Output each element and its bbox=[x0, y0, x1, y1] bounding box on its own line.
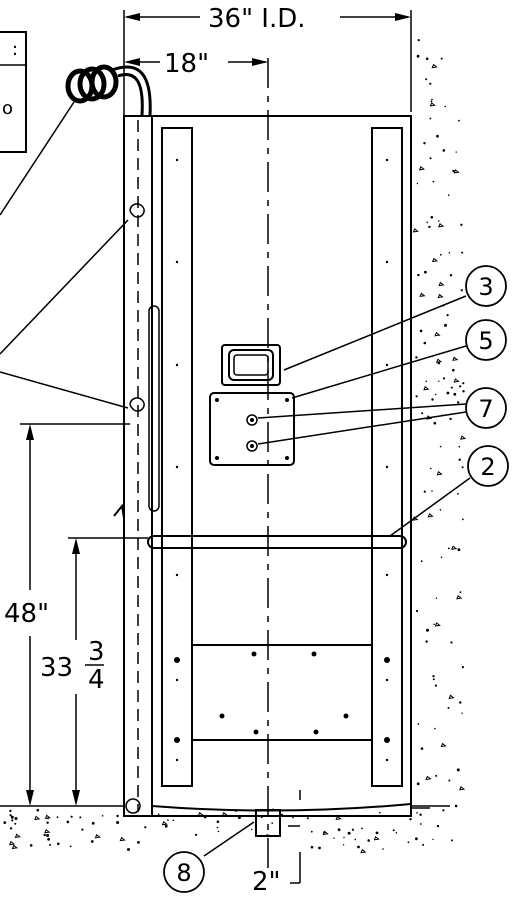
mount-ring-icon bbox=[129, 203, 145, 412]
dimension-half-width: 18" bbox=[124, 49, 268, 79]
dimension-width-label: 36" I.D. bbox=[208, 4, 306, 34]
dimension-height-33-whole: 33 bbox=[40, 653, 73, 683]
callout-5: 5 bbox=[465, 319, 507, 361]
callout-7-label: 7 bbox=[478, 395, 493, 423]
left-rail bbox=[161, 127, 193, 787]
callout-8-label: 8 bbox=[176, 859, 191, 887]
display-unit bbox=[221, 344, 281, 386]
horizontal-bar bbox=[147, 535, 407, 549]
dimension-height-48: 48" bbox=[4, 423, 130, 806]
partial-note-text-top: : bbox=[12, 39, 18, 60]
dimension-offset-label: 2" bbox=[252, 867, 281, 897]
partial-note-text-mid: o bbox=[2, 98, 13, 119]
leader-lines bbox=[0, 101, 471, 857]
dimension-width: 36" I.D. bbox=[123, 4, 412, 120]
right-rail bbox=[371, 127, 403, 787]
callout-3: 3 bbox=[465, 265, 507, 307]
partial-note-box: : o bbox=[0, 31, 27, 153]
dimension-height-33-denominator: 4 bbox=[88, 665, 105, 695]
dimension-height-48-label: 48" bbox=[4, 599, 49, 629]
callout-2-label: 2 bbox=[480, 453, 495, 481]
dimension-height-33: 33 3 4 bbox=[40, 537, 148, 806]
mounting-plate bbox=[209, 392, 295, 466]
dimension-height-33-numerator: 3 bbox=[88, 637, 105, 667]
concrete-hatching bbox=[3, 39, 467, 854]
callout-8: 8 bbox=[163, 851, 205, 893]
callout-3-label: 3 bbox=[478, 273, 493, 301]
dimension-half-width-label: 18" bbox=[164, 49, 209, 79]
callout-7: 7 bbox=[465, 387, 507, 429]
cabinet bbox=[113, 115, 412, 817]
coiled-cable-icon bbox=[65, 64, 152, 116]
callout-2: 2 bbox=[467, 445, 509, 487]
callout-5-label: 5 bbox=[478, 327, 493, 355]
lower-crossbars bbox=[174, 644, 390, 743]
base bbox=[151, 790, 430, 884]
